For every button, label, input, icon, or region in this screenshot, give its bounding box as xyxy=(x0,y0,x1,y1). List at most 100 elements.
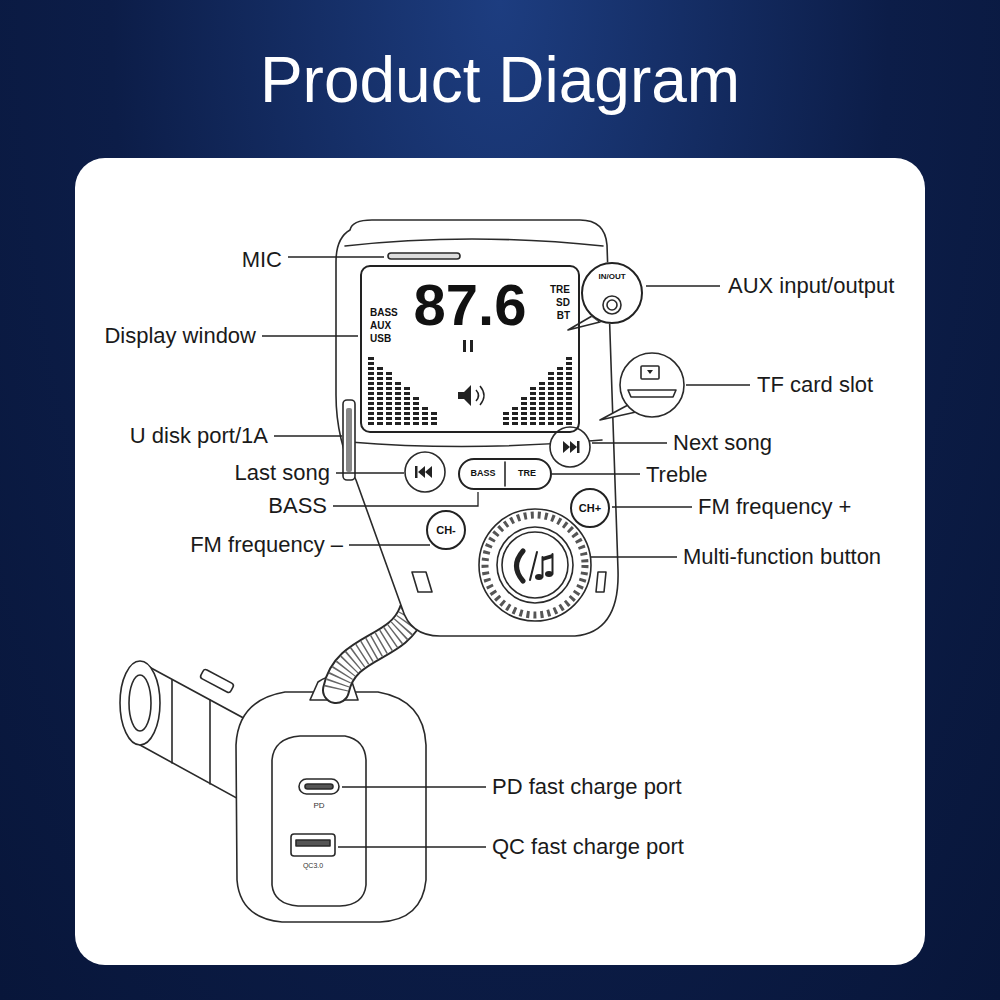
callout-label: QC fast charge port xyxy=(492,835,684,859)
head-body xyxy=(336,220,618,636)
equalizer-segment xyxy=(548,382,554,385)
equalizer-segment xyxy=(530,392,536,395)
equalizer-segment xyxy=(557,372,563,375)
device-line xyxy=(612,506,692,507)
mic-slot xyxy=(388,253,460,259)
next-button xyxy=(550,427,590,467)
equalizer-segment xyxy=(530,387,536,390)
usb-c-port xyxy=(299,779,339,794)
equalizer-segment xyxy=(368,362,374,365)
equalizer-segment xyxy=(557,397,563,400)
equalizer-segment xyxy=(539,392,545,395)
equalizer-segment xyxy=(557,392,563,395)
callout-label: Display window xyxy=(104,324,256,348)
equalizer-segment xyxy=(557,407,563,410)
equalizer-segment xyxy=(377,397,383,400)
prev-button xyxy=(405,452,445,492)
equalizer-segment xyxy=(566,402,572,405)
equalizer-segment xyxy=(566,392,572,395)
equalizer-segment xyxy=(539,422,545,425)
equalizer-segment xyxy=(404,422,410,425)
aux-jack-hole xyxy=(607,300,617,310)
node-text: USB xyxy=(370,333,391,344)
equalizer-segment xyxy=(566,382,572,385)
equalizer-segment xyxy=(521,417,527,420)
node-text: IN/OUT xyxy=(598,273,625,282)
equalizer-segment xyxy=(395,402,401,405)
display-window: BASSAUXUSB87.6TRESDBT xyxy=(360,265,580,433)
equalizer-segment xyxy=(548,422,554,425)
callout-label: MIC xyxy=(242,248,282,272)
equalizer-segment xyxy=(386,407,392,410)
callout-label: Treble xyxy=(646,463,708,487)
equalizer-segment xyxy=(530,412,536,415)
equalizer-segment xyxy=(557,412,563,415)
node-text: SD xyxy=(556,297,570,308)
equalizer-segment xyxy=(422,422,428,425)
callout-label: TF card slot xyxy=(757,373,873,397)
equalizer-segment xyxy=(386,412,392,415)
equalizer-segment xyxy=(503,422,509,425)
base-body xyxy=(236,692,426,922)
page-title: Product Diagram xyxy=(260,48,740,112)
equalizer-segment xyxy=(566,407,572,410)
aux-callout-ground xyxy=(581,262,643,324)
equalizer-segment xyxy=(413,402,419,405)
node-text: CH+ xyxy=(579,502,601,514)
plug-end xyxy=(120,661,160,745)
equalizer-segment xyxy=(566,387,572,390)
equalizer-segment xyxy=(368,397,374,400)
equalizer-segment xyxy=(539,417,545,420)
speaker-icon xyxy=(458,385,471,406)
equalizer-segment xyxy=(512,422,518,425)
equalizer-segment xyxy=(386,372,392,375)
equalizer-segment xyxy=(368,392,374,395)
tf-card-icon xyxy=(641,366,659,379)
node-text: BT xyxy=(557,310,570,321)
channel-button: CH- xyxy=(426,510,466,550)
callout-label: FM frequency – xyxy=(190,533,343,557)
device-line xyxy=(591,556,677,557)
aux-callout: IN/OUT xyxy=(581,262,643,324)
equalizer-segment xyxy=(557,377,563,380)
equalizer-segment xyxy=(404,407,410,410)
equalizer-segment xyxy=(395,397,401,400)
screen-graphics xyxy=(368,340,572,425)
port-marking: QC3.0 xyxy=(303,862,323,870)
equalizer-segment xyxy=(404,412,410,415)
speaker-wave xyxy=(476,386,484,405)
callout-label: Next song xyxy=(673,431,772,455)
next-icon xyxy=(563,441,580,453)
equalizer-segment xyxy=(377,392,383,395)
knob-outer xyxy=(479,509,591,621)
equalizer-segment xyxy=(548,417,554,420)
device-line xyxy=(517,551,524,581)
callout-label: U disk port/1A xyxy=(130,424,268,448)
equalizer-segment xyxy=(377,412,383,415)
equalizer-segment xyxy=(395,382,401,385)
device-line xyxy=(349,544,430,545)
equalizer-segment xyxy=(377,407,383,410)
frequency-readout: 87.6 xyxy=(414,273,527,337)
equalizer-segment xyxy=(413,422,419,425)
callout-label: BASS xyxy=(268,494,327,518)
equalizer-segment xyxy=(566,357,572,360)
tf-callout xyxy=(620,353,684,417)
prev-icon xyxy=(415,466,432,478)
equalizer-segment xyxy=(377,422,383,425)
equalizer-segment xyxy=(404,392,410,395)
equalizer-segment xyxy=(566,367,572,370)
phone-music-icon xyxy=(517,551,554,581)
equalizer-segment xyxy=(431,412,437,415)
plug-clip xyxy=(200,669,235,694)
equalizer-segment xyxy=(422,407,428,410)
equalizer-segment xyxy=(431,417,437,420)
equalizer-segment xyxy=(395,392,401,395)
equalizer-segment xyxy=(548,387,554,390)
equalizer-segment xyxy=(557,422,563,425)
equalizer-segment xyxy=(557,387,563,390)
equalizer-segment xyxy=(413,407,419,410)
device-line xyxy=(543,554,553,561)
